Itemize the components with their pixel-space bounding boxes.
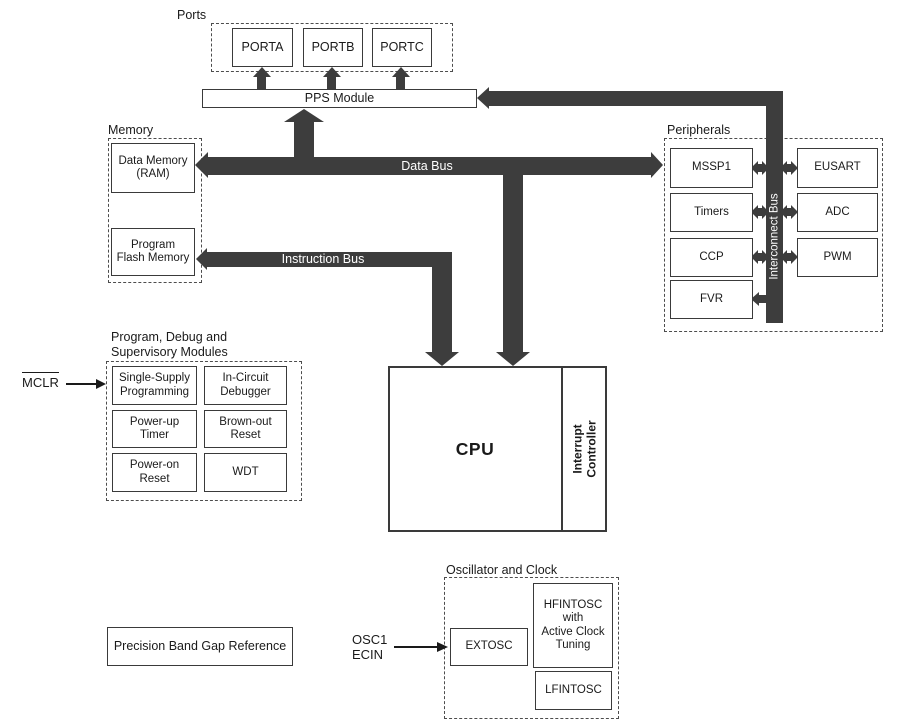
power-on-reset-box: Power-on Reset — [112, 453, 197, 492]
ports-section-label: Ports — [177, 8, 207, 22]
osc-arrowhead — [437, 642, 448, 652]
mclr-label: MCLR — [22, 372, 59, 390]
memory-group — [108, 138, 202, 283]
interconnect-bus-label: Interconnect Bus — [768, 193, 781, 280]
extosc-box: EXTOSC — [450, 628, 528, 666]
ccp-box: CCP — [670, 238, 753, 277]
timers-bus-arrowhead-left — [751, 205, 758, 219]
osc1-ecin-label: OSC1 ECIN — [352, 632, 388, 662]
eusart-box: EUSART — [797, 148, 878, 188]
cpu-box — [388, 366, 607, 532]
pps-to-portb-arrowhead — [323, 67, 341, 77]
mssp1-box: MSSP1 — [670, 148, 753, 188]
data-bus-arrowhead-right — [651, 152, 663, 178]
data-bus-label: Data Bus — [401, 159, 453, 173]
cpu-divider — [561, 368, 563, 530]
fvr-bus-arrowhead — [751, 292, 759, 306]
pps-to-portc-arrow-shaft — [396, 77, 405, 90]
pps-to-porta-arrowhead — [253, 67, 271, 77]
pwm-bus-arrowhead-left — [780, 250, 787, 264]
wdt-box: WDT — [204, 453, 287, 492]
hfintosc-box: HFINTOSC with Active Clock Tuning — [533, 583, 613, 668]
instruction-bus-label: Instruction Bus — [281, 252, 365, 266]
mclr-text: MCLR — [22, 372, 59, 390]
memory-section-label: Memory — [108, 123, 154, 137]
mssp1-bus-arrowhead-left — [751, 161, 758, 175]
portb-box: PORTB — [303, 28, 363, 67]
oscillator-section-label: Oscillator and Clock — [446, 563, 558, 577]
in-circuit-debugger-box: In-Circuit Debugger — [204, 366, 287, 405]
adc-bus-arrowhead-right — [791, 205, 798, 219]
adc-bus-arrowhead-left — [780, 205, 787, 219]
data-memory-box: Data Memory (RAM) — [111, 143, 195, 193]
mclr-arrowhead — [96, 379, 106, 389]
debug-group — [106, 361, 302, 501]
timers-bus-arrowhead-right — [762, 205, 769, 219]
osc-arrow-line — [394, 646, 438, 648]
data-bus-bar — [207, 157, 651, 175]
data-bus-arrowhead-left — [195, 152, 208, 178]
fvr-bus-arrow-shaft — [758, 295, 767, 303]
instruction-bus-to-cpu-arrowhead — [425, 352, 459, 366]
peripherals-section-label: Peripherals — [667, 123, 731, 137]
program-flash-box: Program Flash Memory — [111, 228, 195, 276]
portc-box: PORTC — [372, 28, 432, 67]
fvr-box: FVR — [670, 280, 753, 319]
bandgap-box: Precision Band Gap Reference — [107, 627, 293, 666]
pwm-box: PWM — [797, 238, 878, 277]
eusart-bus-arrowhead-left — [780, 161, 787, 175]
data-bus-to-cpu-arrowhead — [496, 352, 530, 366]
data-bus-to-cpu-shaft — [503, 170, 523, 354]
data-bus-to-pps-arrowhead — [284, 109, 324, 122]
interconnect-bus-bar — [766, 91, 783, 323]
ccp-bus-arrowhead-right — [762, 250, 769, 264]
eusart-bus-arrowhead-right — [791, 161, 798, 175]
ccp-bus-arrowhead-left — [751, 250, 758, 264]
brown-out-reset-box: Brown-out Reset — [204, 410, 287, 448]
pwm-bus-arrow-shaft — [786, 253, 792, 261]
interconnect-to-pps-arrowhead — [477, 87, 489, 109]
interrupt-controller-label: Interrupt Controller — [570, 420, 599, 478]
debug-section-label: Program, Debug and Supervisory Modules — [111, 330, 228, 359]
cpu-label: CPU — [455, 438, 495, 459]
mssp1-bus-arrow-shaft — [757, 164, 763, 172]
power-up-timer-box: Power-up Timer — [112, 410, 197, 448]
adc-box: ADC — [797, 193, 878, 232]
data-bus-to-pps-shaft — [294, 121, 314, 159]
mssp1-bus-arrowhead-right — [762, 161, 769, 175]
instruction-bus-arrowhead-left — [196, 248, 207, 270]
pwm-bus-arrowhead-right — [791, 250, 798, 264]
single-supply-programming-box: Single-Supply Programming — [112, 366, 197, 405]
pps-module-box: PPS Module — [202, 89, 477, 108]
pps-to-porta-arrow-shaft — [257, 77, 266, 90]
porta-box: PORTA — [232, 28, 293, 67]
lfintosc-box: LFINTOSC — [535, 671, 612, 710]
eusart-bus-arrow-shaft — [786, 164, 792, 172]
interconnect-to-pps-bus — [488, 91, 783, 106]
timers-bus-arrow-shaft — [757, 208, 763, 216]
adc-bus-arrow-shaft — [786, 208, 792, 216]
instruction-bus-bar — [207, 252, 452, 267]
instruction-bus-to-cpu-shaft — [432, 252, 452, 354]
mclr-arrow-line — [66, 383, 97, 385]
timers-box: Timers — [670, 193, 753, 232]
pps-to-portc-arrowhead — [392, 67, 410, 77]
ccp-bus-arrow-shaft — [757, 253, 763, 261]
pps-to-portb-arrow-shaft — [327, 77, 336, 90]
